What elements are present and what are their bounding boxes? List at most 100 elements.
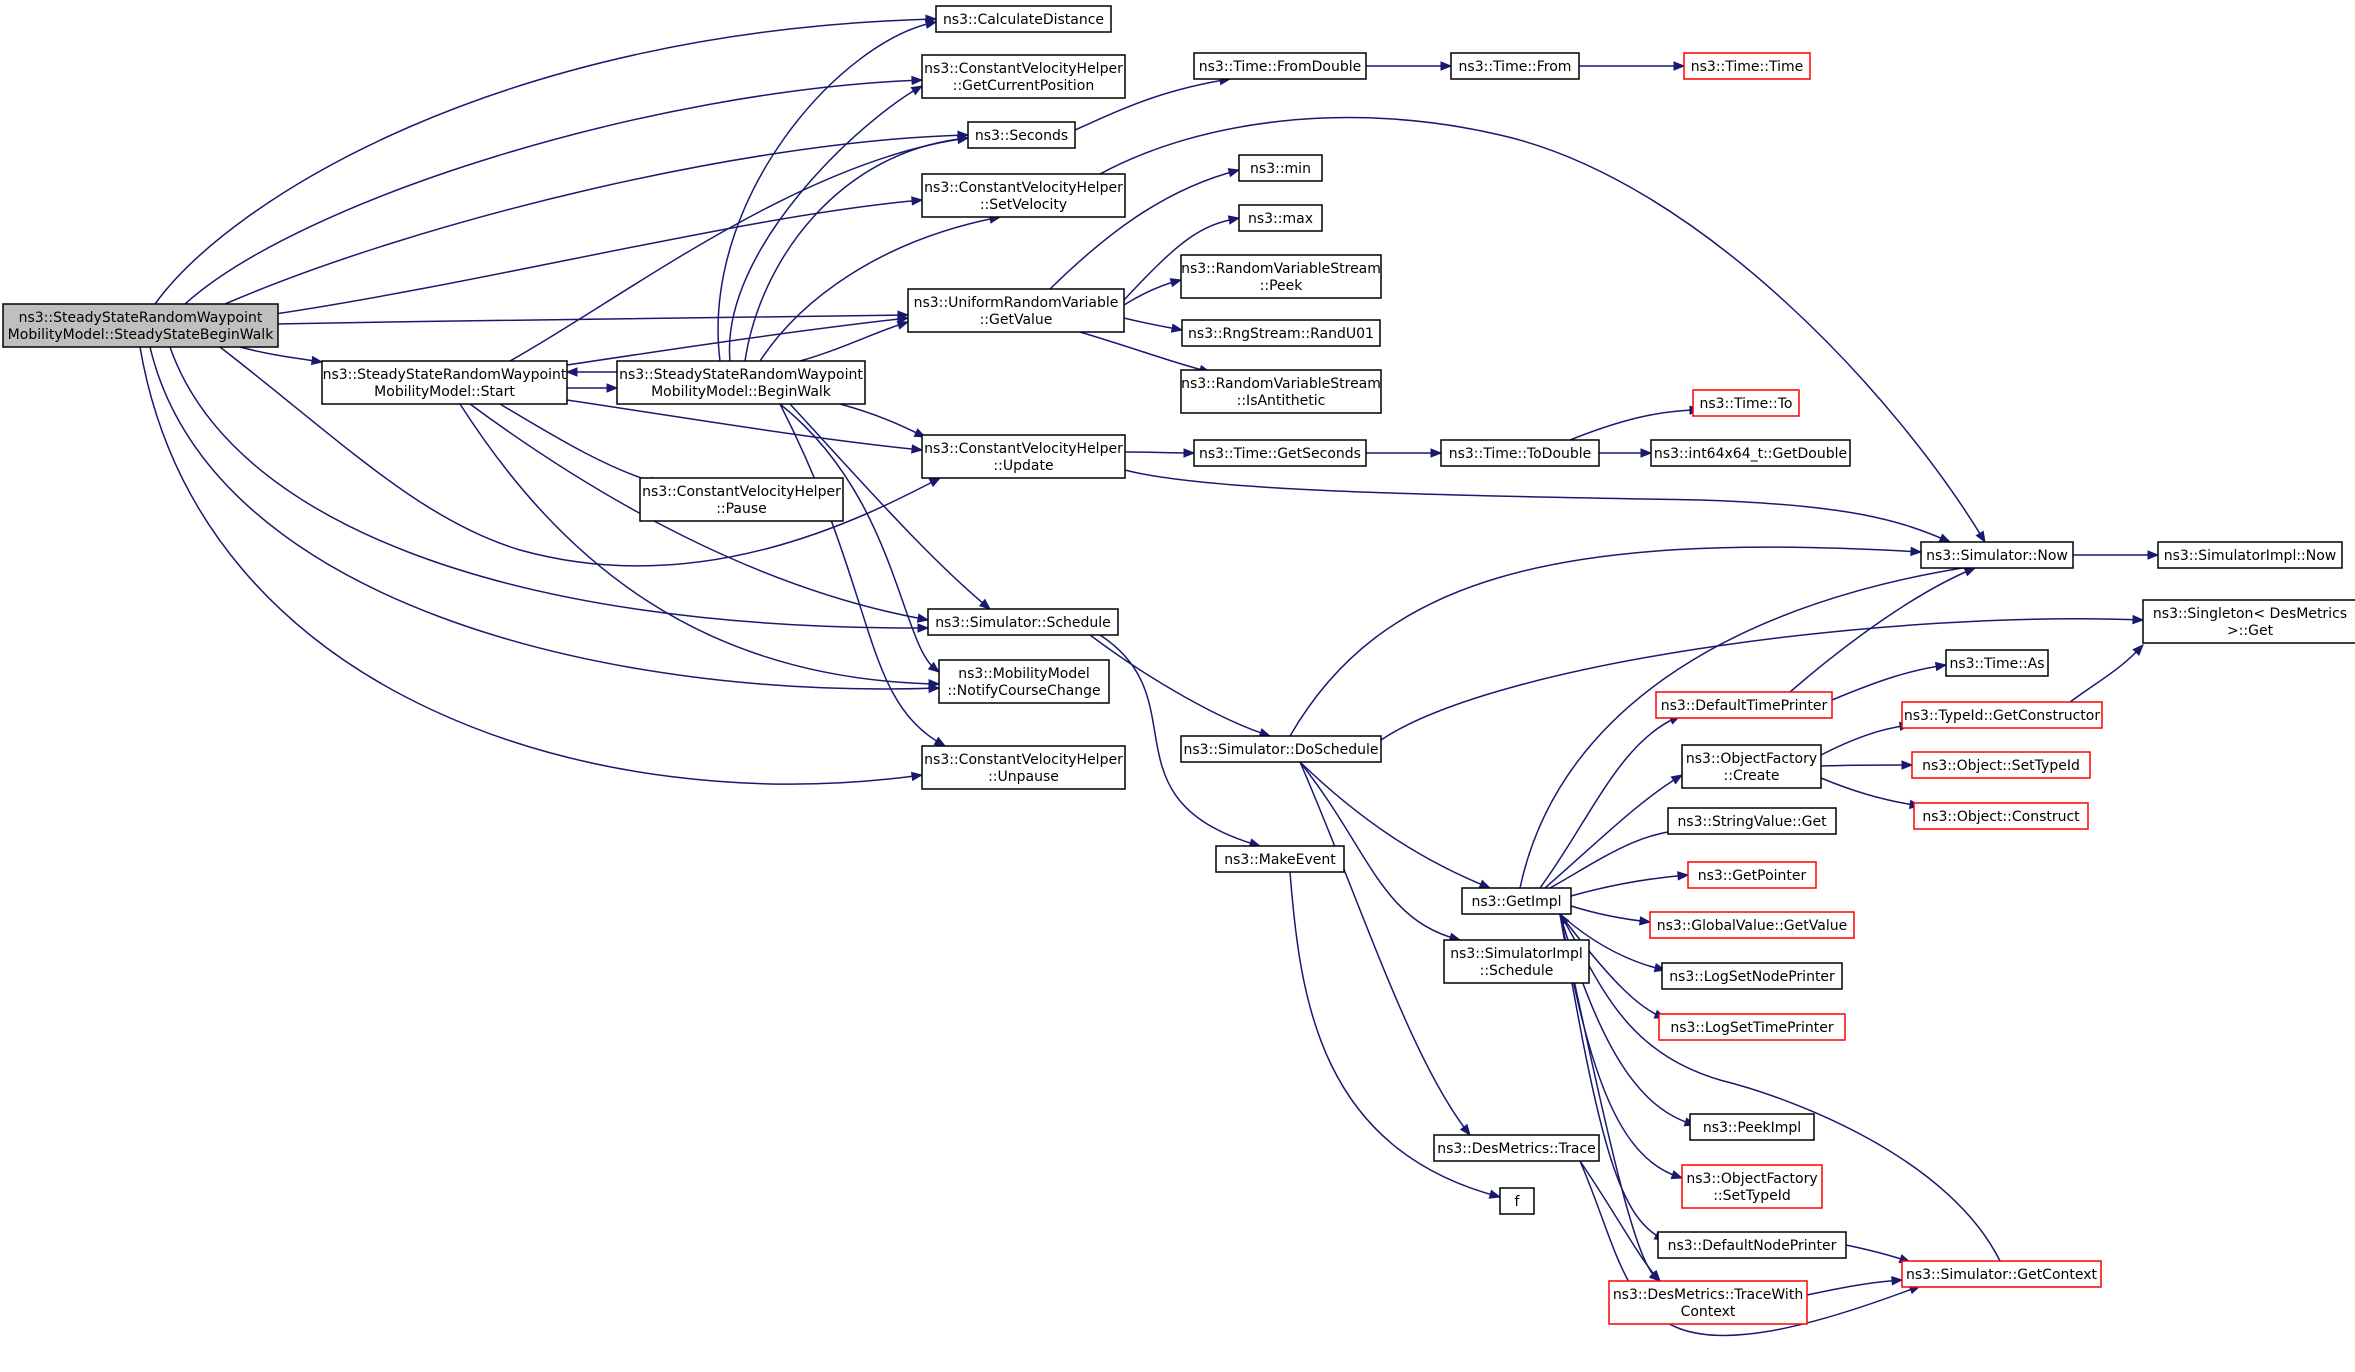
node-rvspeek[interactable]: ns3::RandomVariableStream::Peek [1180, 254, 1382, 299]
node-implnow[interactable]: ns3::SimulatorImpl::Now [2157, 541, 2343, 569]
node-isanti[interactable]: ns3::RandomVariableStream::IsAntithetic [1180, 369, 1382, 414]
node-ofcreate[interactable]: ns3::ObjectFactory::Create [1681, 744, 1822, 789]
node-singleton[interactable]: ns3::Singleton< DesMetrics >::Get [2142, 599, 2355, 644]
node-box[interactable] [907, 288, 1125, 333]
node-box[interactable] [1180, 369, 1382, 414]
node-box[interactable] [938, 659, 1110, 704]
node-getseconds[interactable]: ns3::Time::GetSeconds [1193, 439, 1367, 467]
node-strget[interactable]: ns3::StringValue::Get [1667, 807, 1837, 835]
node-box[interactable] [1920, 541, 2074, 569]
node-box[interactable] [1649, 911, 1855, 939]
node-box[interactable] [1443, 939, 1590, 984]
node-cvpause[interactable]: ns3::ConstantVelocityHelper::Pause [639, 477, 844, 522]
node-getctor[interactable]: ns3::TypeId::GetConstructor [1901, 701, 2103, 729]
node-box[interactable] [639, 477, 844, 522]
node-box[interactable] [1193, 439, 1367, 467]
node-beginwalk[interactable]: ns3::SteadyStateRandomWaypointMobilityMo… [616, 360, 866, 405]
node-box[interactable] [1433, 1134, 1600, 1162]
node-max[interactable]: ns3::max [1238, 204, 1323, 232]
node-box[interactable] [921, 745, 1126, 790]
node-box[interactable] [2157, 541, 2343, 569]
node-box[interactable] [1667, 807, 1837, 835]
node-setvel[interactable]: ns3::ConstantVelocityHelper::SetVelocity [921, 173, 1126, 218]
node-getdouble[interactable]: ns3::int64x64_t::GetDouble [1650, 439, 1851, 467]
node-peekimpl[interactable]: ns3::PeekImpl [1689, 1113, 1815, 1141]
node-box[interactable] [1238, 154, 1323, 182]
node-box[interactable] [935, 5, 1112, 33]
node-getcurpos[interactable]: ns3::ConstantVelocityHelper::GetCurrentP… [921, 54, 1126, 99]
node-box[interactable] [1692, 389, 1800, 417]
node-box[interactable] [1911, 751, 2091, 779]
node-box[interactable] [1689, 1113, 1815, 1141]
node-unpause[interactable]: ns3::ConstantVelocityHelper::Unpause [921, 745, 1126, 790]
node-getcontext[interactable]: ns3::Simulator::GetContext [1901, 1260, 2102, 1288]
node-todouble[interactable]: ns3::Time::ToDouble [1440, 439, 1600, 467]
node-simnow[interactable]: ns3::Simulator::Now [1920, 541, 2074, 569]
node-start[interactable]: ns3::SteadyStateRandomWaypointMobilityMo… [321, 360, 568, 405]
node-box[interactable] [927, 608, 1119, 636]
node-min[interactable]: ns3::min [1238, 154, 1323, 182]
node-dmtrace[interactable]: ns3::DesMetrics::Trace [1433, 1134, 1600, 1162]
node-fromdouble[interactable]: ns3::Time::FromDouble [1193, 52, 1367, 80]
node-defnodeprinter[interactable]: ns3::DefaultNodePrinter [1657, 1231, 1847, 1259]
node-box[interactable] [1499, 1187, 1535, 1215]
node-notify[interactable]: ns3::MobilityModel::NotifyCourseChange [938, 659, 1110, 704]
node-box[interactable] [1945, 649, 2049, 677]
node-box[interactable] [1238, 204, 1323, 232]
node-box[interactable] [1450, 52, 1580, 80]
node-randu01[interactable]: ns3::RngStream::RandU01 [1181, 319, 1381, 347]
node-calcdist[interactable]: ns3::CalculateDistance [935, 5, 1112, 33]
node-ofsettypeid[interactable]: ns3::ObjectFactory::SetTypeId [1681, 1164, 1823, 1209]
node-getpointer[interactable]: ns3::GetPointer [1687, 861, 1817, 889]
node-makeevent[interactable]: ns3::MakeEvent [1215, 845, 1345, 873]
node-box[interactable] [1661, 962, 1843, 990]
node-box[interactable] [967, 121, 1076, 149]
node-box[interactable] [1608, 1280, 1808, 1325]
node-box[interactable] [921, 434, 1126, 479]
node-doschedule[interactable]: ns3::Simulator::DoSchedule [1180, 735, 1382, 763]
node-construct[interactable]: ns3::Object::Construct [1913, 802, 2089, 830]
node-box[interactable] [921, 54, 1126, 99]
node-from[interactable]: ns3::Time::From [1450, 52, 1580, 80]
node-box[interactable] [2, 303, 279, 348]
node-gvgetvalue[interactable]: ns3::GlobalValue::GetValue [1649, 911, 1855, 939]
node-timeto[interactable]: ns3::Time::To [1692, 389, 1800, 417]
node-cvupdate[interactable]: ns3::ConstantVelocityHelper::Update [921, 434, 1126, 479]
node-logtimeprinter[interactable]: ns3::LogSetTimePrinter [1658, 1013, 1846, 1041]
node-getimpl[interactable]: ns3::GetImpl [1461, 887, 1572, 915]
node-box[interactable] [1215, 845, 1345, 873]
node-box[interactable] [1650, 439, 1851, 467]
node-box[interactable] [1180, 254, 1382, 299]
node-box[interactable] [1181, 319, 1381, 347]
node-box[interactable] [2142, 599, 2355, 644]
node-box[interactable] [1901, 1260, 2102, 1288]
node-box[interactable] [1657, 1231, 1847, 1259]
node-timeas[interactable]: ns3::Time::As [1945, 649, 2049, 677]
node-box[interactable] [1440, 439, 1600, 467]
node-box[interactable] [1683, 52, 1811, 80]
node-deftimeprinter[interactable]: ns3::DefaultTimePrinter [1655, 691, 1833, 719]
node-lognodeprinter[interactable]: ns3::LogSetNodePrinter [1661, 962, 1843, 990]
node-urvget[interactable]: ns3::UniformRandomVariable::GetValue [907, 288, 1125, 333]
node-timetime[interactable]: ns3::Time::Time [1683, 52, 1811, 80]
node-box[interactable] [1913, 802, 2089, 830]
node-seconds[interactable]: ns3::Seconds [967, 121, 1076, 149]
node-box[interactable] [616, 360, 866, 405]
node-root[interactable]: ns3::SteadyStateRandomWaypointMobilityMo… [2, 303, 279, 348]
node-box[interactable] [1658, 1013, 1846, 1041]
node-box[interactable] [1193, 52, 1367, 80]
node-implschedule[interactable]: ns3::SimulatorImpl::Schedule [1443, 939, 1590, 984]
node-setypeid[interactable]: ns3::Object::SetTypeId [1911, 751, 2091, 779]
node-box[interactable] [1180, 735, 1382, 763]
node-box[interactable] [1687, 861, 1817, 889]
node-box[interactable] [1681, 1164, 1823, 1209]
node-f[interactable]: f [1499, 1187, 1535, 1215]
node-box[interactable] [1461, 887, 1572, 915]
node-simschedule[interactable]: ns3::Simulator::Schedule [927, 608, 1119, 636]
node-box[interactable] [1681, 744, 1822, 789]
node-box[interactable] [1901, 701, 2103, 729]
node-box[interactable] [1655, 691, 1833, 719]
node-box[interactable] [321, 360, 568, 405]
node-box[interactable] [921, 173, 1126, 218]
